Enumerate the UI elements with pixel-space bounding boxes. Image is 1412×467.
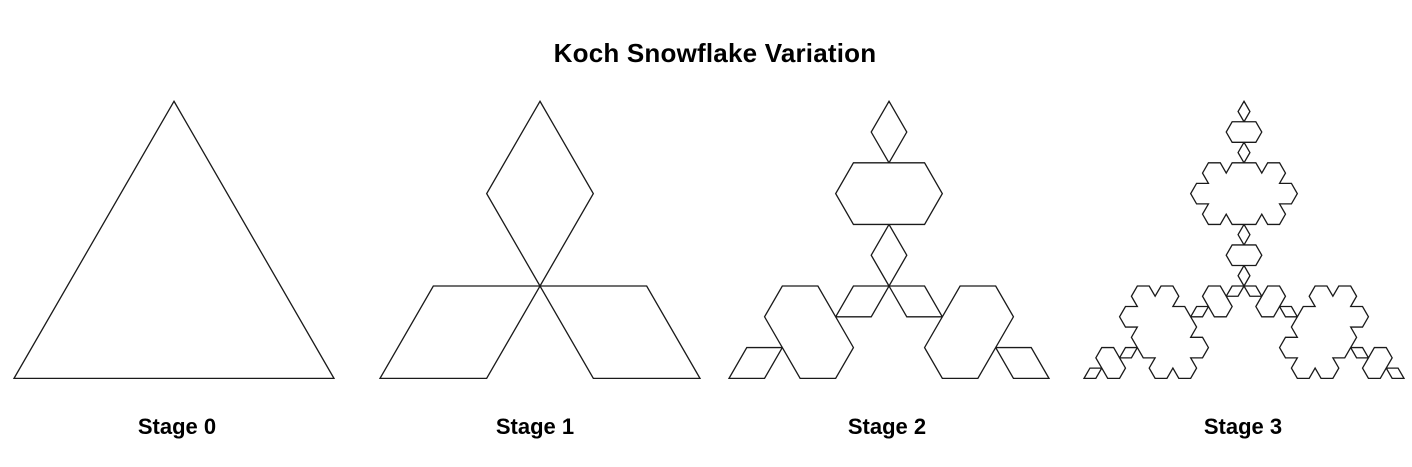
fractal-outline [1082,99,1406,380]
stage-1-shape [378,99,702,380]
stage-2-label: Stage 2 [847,414,927,439]
stage-2-shape [727,99,1051,380]
stage-1-label: Stage 1 [495,414,575,439]
stage-3-label: Stage 3 [1203,414,1283,439]
fractal-outline [727,99,1051,380]
stage-3-shape [1082,99,1406,380]
stage-0-shape [12,99,336,380]
fractal-outline [378,99,702,380]
fractal-outline [12,99,336,380]
stage-0-label: Stage 0 [137,414,217,439]
diagram-title: Koch Snowflake Variation [553,38,877,68]
